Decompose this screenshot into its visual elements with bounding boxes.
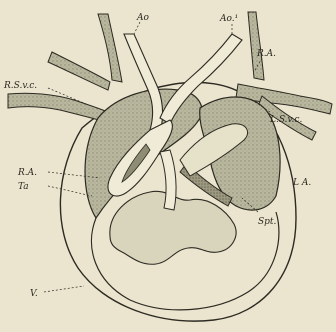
label-ra-mid: R.A. [17,168,37,178]
label-ao-1: Ao.¹ [219,14,238,24]
label-spt: Spt. [258,217,277,227]
label-la: L A. [292,178,311,188]
label-ta: Ta [18,182,29,192]
label-v: V. [30,289,38,299]
label-ao: Ao [136,13,149,23]
label-rs-vc: R.S.v.c. [3,81,37,91]
label-ls-vc: L.S.v.c. [269,115,302,125]
label-ra-top: R.A. [256,49,276,59]
